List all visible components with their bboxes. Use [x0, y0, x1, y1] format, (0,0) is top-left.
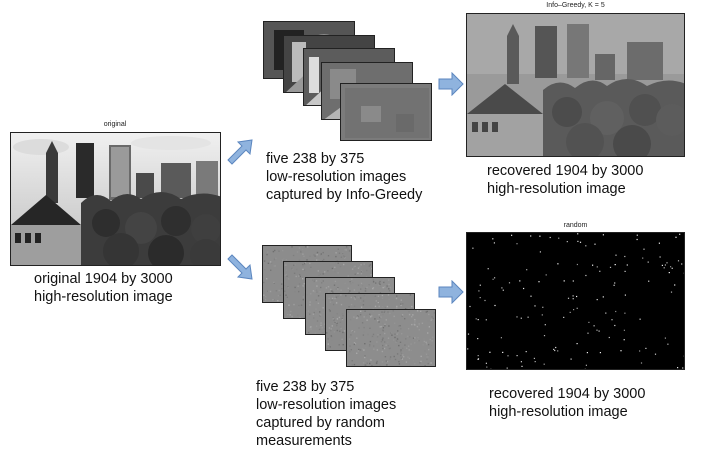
greedy-recovered-caption-line1: recovered 1904 by 3000	[487, 163, 644, 179]
original-city-image	[10, 132, 221, 266]
original-image-caption: original 1904 by 3000 high-resolution im…	[34, 270, 173, 306]
arrow-to-random-recovered-icon	[438, 280, 464, 304]
random-recovered-image	[466, 232, 685, 370]
greedy-recovered-title: Info–Greedy, K = 5	[546, 2, 605, 9]
random-meas-caption-line3: captured by random	[256, 415, 385, 431]
original-image-title: original	[103, 121, 127, 128]
arrow-to-greedy-recovered-icon	[438, 72, 464, 96]
sparse-dots	[467, 233, 684, 369]
random-meas-caption-line2: low-resolution images	[256, 397, 397, 413]
arrow-to-greedy-icon	[227, 139, 253, 165]
random-meas-caption-line1: five 238 by 375	[256, 379, 355, 395]
greedy-measurement-5	[340, 83, 432, 141]
random-recovered-caption-line1: recovered 1904 by 3000	[489, 386, 646, 402]
random-recovered-caption: recovered 1904 by 3000 high-resolution i…	[489, 385, 645, 421]
random-recovered-title: random	[563, 222, 588, 229]
greedy-recovered-caption: recovered 1904 by 3000 high-resolution i…	[487, 162, 643, 198]
greedy-recovered-image	[466, 13, 685, 157]
random-measurement-5	[346, 309, 436, 367]
random-measurements-caption: five 238 by 375 low-resolution images ca…	[256, 378, 396, 450]
original-caption-line1: original 1904 by 3000	[34, 271, 173, 287]
noise-texture	[347, 310, 435, 366]
greedy-measurements-caption: five 238 by 375 low-resolution images ca…	[266, 150, 422, 204]
greedy-meas-caption-line2: low-resolution images	[266, 169, 407, 185]
greedy-meas-caption-line3: captured by Info-Greedy	[266, 187, 423, 203]
random-meas-caption-line4: measurements	[256, 433, 352, 449]
random-recovered-caption-line2: high-resolution image	[489, 404, 628, 420]
original-caption-line2: high-resolution image	[34, 289, 173, 305]
greedy-recovered-caption-line2: high-resolution image	[487, 181, 626, 197]
arrow-to-random-icon	[227, 254, 253, 280]
greedy-meas-caption-line1: five 238 by 375	[266, 151, 365, 167]
